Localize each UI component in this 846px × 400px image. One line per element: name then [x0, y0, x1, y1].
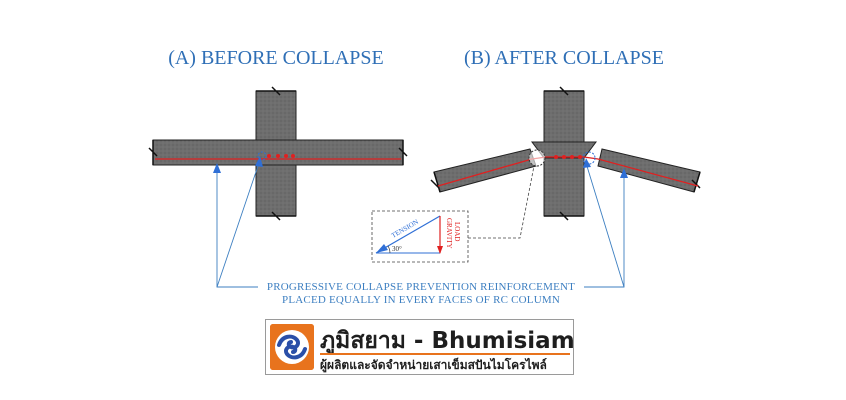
before-rebar-dots	[267, 154, 295, 158]
brand-logo-icon	[270, 324, 314, 370]
load-label: LOAD	[453, 222, 461, 241]
angle-label: 30°	[392, 245, 402, 253]
title-before: (A) BEFORE COLLAPSE	[168, 47, 384, 69]
after-frame	[430, 86, 701, 221]
gravity-label: GRAVITY	[445, 218, 453, 249]
brand-tagline: ผู้ผลิตและจัดจำหน่ายเสาเข็มสปันไมโครไพล์	[320, 358, 547, 372]
note-line-1: PROGRESSIVE COLLAPSE PREVENTION REINFORC…	[267, 281, 575, 293]
note-line-2: PLACED EQUALLY IN EVERY FACES OF RC COLU…	[282, 294, 560, 306]
detail-box	[371, 210, 469, 263]
after-beam-left	[433, 148, 537, 193]
brand-divider	[320, 353, 570, 355]
title-after: (B) AFTER COLLAPSE	[464, 47, 664, 69]
annotation-arrowheads	[213, 156, 628, 178]
before-frame	[148, 86, 408, 221]
brand-logo-panel: ภูมิสยาม - Bhumisiam ผู้ผลิตและจัดจำหน่า…	[265, 319, 575, 375]
after-beam-right	[597, 148, 701, 193]
annotation-leaders	[216, 159, 625, 288]
brand-name: ภูมิสยาม - Bhumisiam	[320, 328, 575, 354]
after-rebar-dots	[554, 155, 582, 159]
force-detail: 30° TENSION GRAVITY LOAD	[371, 165, 535, 263]
